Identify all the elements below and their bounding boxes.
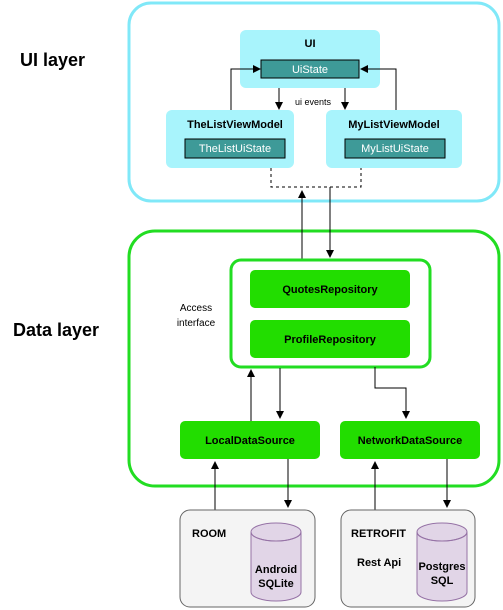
postgres-sql-label-2: SQL: [431, 575, 454, 587]
local-datasource-node[interactable]: [180, 421, 320, 459]
network-datasource-node[interactable]: [340, 421, 480, 459]
repo-to-network-arrow: [374, 367, 410, 419]
ui-events-label: ui events: [295, 97, 332, 107]
my-list-viewmodel-title: MyListViewModel: [348, 119, 439, 131]
ui-layer-label: UI layer: [20, 50, 85, 70]
retrofit-title: RETROFIT: [351, 528, 406, 540]
rest-api-label: Rest Api: [357, 557, 401, 569]
the-list-viewmodel-title: TheListViewModel: [187, 119, 283, 131]
my-list-uistate-box: [344, 138, 446, 159]
state-arrow-left: [230, 65, 261, 110]
access-interface-label-1: Access: [180, 303, 212, 314]
quotes-repository-node[interactable]: [250, 270, 410, 308]
android-sqlite-database-icon: [250, 522, 302, 602]
android-sqlite-label-2: SQLite: [258, 578, 293, 590]
ui-state-label: UiState: [292, 64, 328, 76]
ui-node-title: UI: [305, 38, 316, 50]
android-sqlite-label-1: Android: [255, 564, 297, 576]
my-list-uistate-label: MyListUiState: [361, 143, 429, 155]
profile-repository-node[interactable]: [250, 320, 410, 358]
profile-repository-label: ProfileRepository: [284, 334, 377, 346]
access-interface-label-2: interface: [177, 318, 216, 329]
local-datasource-label: LocalDataSource: [205, 435, 295, 447]
network-datasource-label: NetworkDataSource: [358, 435, 463, 447]
the-list-uistate-label: TheListUiState: [199, 143, 271, 155]
room-title: ROOM: [192, 528, 226, 540]
the-list-uistate-box: [184, 138, 286, 159]
postgres-sql-label-1: Postgres: [418, 561, 465, 573]
state-arrow-right: [360, 65, 397, 110]
quotes-repository-label: QuotesRepository: [282, 284, 378, 296]
data-layer-label: Data layer: [13, 320, 99, 340]
postgres-sql-database-icon: [416, 522, 468, 602]
ui-state-box: [260, 59, 360, 79]
